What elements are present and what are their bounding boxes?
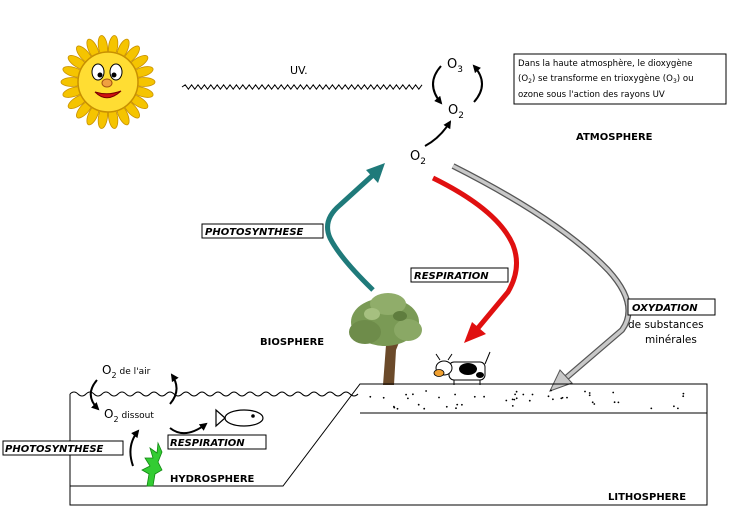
soil-dot — [407, 397, 409, 400]
o2-main-label: O2 — [410, 149, 426, 167]
svg-text:RESPIRATION: RESPIRATION — [170, 438, 245, 449]
oxidation-label: OXYDATION de substances minérales — [627, 298, 716, 346]
soil-dot — [552, 398, 554, 401]
soil-dot — [483, 395, 485, 398]
soil-dot — [617, 401, 620, 404]
soil-dot — [369, 395, 372, 398]
soil-dot — [682, 395, 685, 398]
soil-dot — [456, 403, 459, 406]
dissolved-to-air-arrow — [169, 373, 179, 405]
soil-dot — [522, 393, 525, 396]
plant-to-dissolved-arrow — [129, 429, 140, 467]
tree-icon — [349, 293, 422, 385]
soil-dot — [612, 391, 615, 394]
water-plant-icon — [141, 441, 163, 487]
dissolved-to-fish-arrow — [169, 422, 208, 435]
uv-ray-line — [181, 83, 423, 91]
cow-icon — [433, 351, 491, 385]
lithosphere-label: LITHOSPHERE — [608, 492, 686, 503]
photosynthesis-arrow — [325, 163, 385, 292]
soil-dot — [511, 398, 514, 401]
soil-dot — [531, 393, 534, 396]
soil-dot — [473, 395, 476, 398]
soil-dot — [613, 401, 616, 404]
atmosphere-label: ATMOSPHERE — [576, 132, 653, 143]
soil-dot — [528, 399, 531, 402]
soil-dot — [382, 396, 385, 399]
soil-dot — [511, 405, 514, 407]
soil-dot — [455, 407, 457, 410]
infobox-line-2: (O2) se transforme en trioxygène (O3) ou — [518, 73, 694, 85]
soil-dot — [588, 392, 591, 394]
hydrosphere-label: HYDROSPHERE — [170, 474, 255, 485]
soil-dot — [677, 407, 679, 410]
oxidation-line-3: minérales — [645, 334, 697, 346]
lithosphere-block — [69, 383, 708, 506]
soil-dot — [566, 396, 568, 399]
svg-text:PHOTOSYNTHESE: PHOTOSYNTHESE — [205, 227, 304, 238]
water-surface-wave — [69, 391, 359, 397]
soil-dot — [547, 395, 550, 398]
biosphere-label: BIOSPHERE — [260, 337, 324, 348]
soil-dot — [593, 403, 596, 405]
soil-dot — [515, 397, 518, 400]
o2-upper-label: O2 — [448, 103, 464, 121]
soil-dot — [673, 405, 675, 408]
photosynthesis-bottom-label: PHOTOSYNTHESE — [2, 440, 124, 456]
soil-dot — [461, 403, 463, 406]
soil-dot — [550, 389, 552, 392]
o2-to-o2-upper-arrow — [424, 120, 452, 147]
respiration-bottom-label: RESPIRATION — [167, 434, 267, 450]
svg-text:OXYDATION: OXYDATION — [632, 303, 698, 314]
soil-dot — [438, 396, 440, 399]
soil-dot — [650, 407, 653, 410]
respiration-top-label: RESPIRATION — [410, 267, 509, 283]
soil-dot — [405, 393, 407, 396]
fish-icon — [215, 408, 264, 428]
soil-dot — [423, 407, 426, 410]
soil-dot — [412, 393, 414, 396]
oxidation-line-2: de substances — [628, 319, 704, 331]
soil-dot — [425, 390, 427, 392]
soil-dot — [445, 405, 448, 408]
ozone-info-box: Dans la haute atmosphère, le dioxygène (… — [513, 53, 727, 105]
soil-dot — [560, 397, 563, 400]
soil-dot — [588, 394, 591, 397]
soil-dot — [454, 393, 456, 396]
soil-dot — [513, 398, 516, 401]
soil-dot — [682, 392, 685, 395]
infobox-line-1: Dans la haute atmosphère, le dioxygène — [518, 58, 692, 69]
svg-text:PHOTOSYNTHESE: PHOTOSYNTHESE — [5, 444, 104, 455]
soil-dot — [584, 390, 586, 393]
soil-dot — [417, 403, 420, 406]
air-to-dissolved-arrow — [89, 379, 100, 411]
soil-dot — [514, 393, 516, 396]
respiration-arrow — [431, 175, 520, 343]
uv-label: UV. — [290, 64, 308, 77]
photosynthesis-top-label: PHOTOSYNTHESE — [201, 223, 324, 239]
soil-dot — [515, 390, 518, 393]
soil-dot — [591, 401, 594, 404]
o3-label: O3 — [447, 57, 463, 75]
o2-to-o3-curved-arrow — [472, 64, 483, 103]
soil-dot — [393, 406, 396, 409]
soil-particles — [369, 389, 685, 410]
infobox-line-3: ozone sous l'action des rayons UV — [518, 90, 665, 100]
sun-icon — [60, 35, 156, 129]
svg-text:RESPIRATION: RESPIRATION — [414, 271, 489, 282]
o3-to-o2-curved-arrow — [432, 65, 443, 105]
soil-dot — [396, 407, 399, 410]
soil-dot — [505, 399, 508, 402]
